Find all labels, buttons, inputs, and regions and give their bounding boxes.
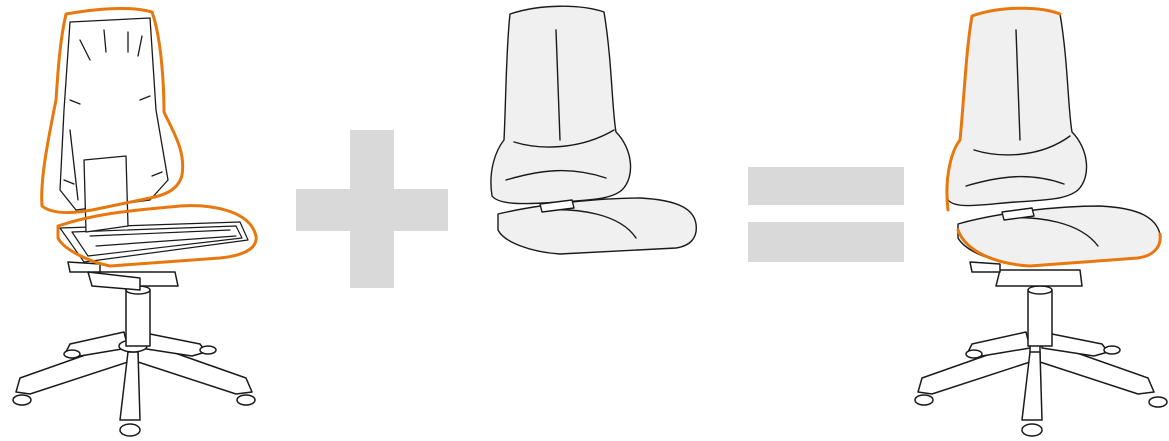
cushion-set-illustration [491, 6, 696, 254]
chair-base [13, 332, 255, 436]
equals-operator [748, 167, 904, 262]
assembled-chair-base [915, 262, 1167, 436]
assembled-chair-illustration [915, 8, 1167, 436]
plus-operator [296, 130, 448, 288]
chair-frame-illustration [13, 8, 256, 436]
backrest-cushion [491, 6, 631, 203]
back-frame [60, 18, 168, 232]
seat-cushion [498, 198, 696, 254]
